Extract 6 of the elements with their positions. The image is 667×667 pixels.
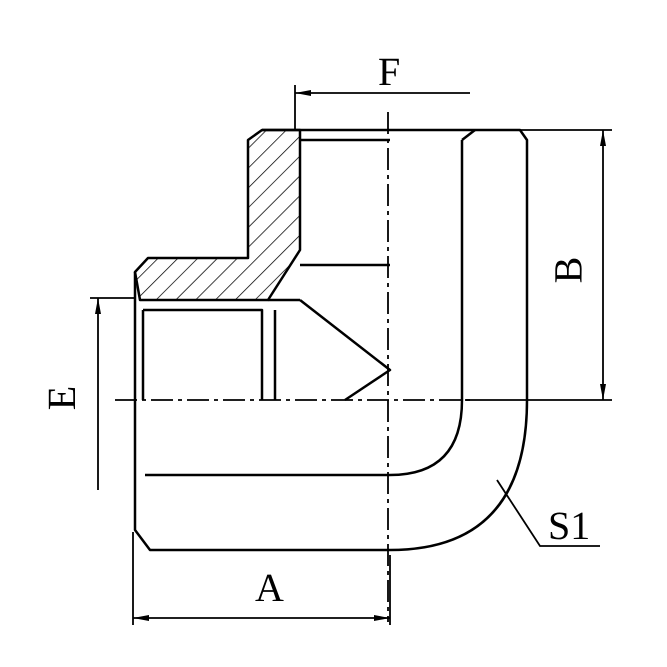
- callout-label: S1: [548, 506, 590, 546]
- dimension-label: E: [42, 386, 82, 410]
- dimension-label: B: [548, 256, 588, 284]
- dimension-label: A: [255, 568, 284, 608]
- dimension-label: F: [378, 52, 400, 92]
- leader-line: [496, 480, 600, 547]
